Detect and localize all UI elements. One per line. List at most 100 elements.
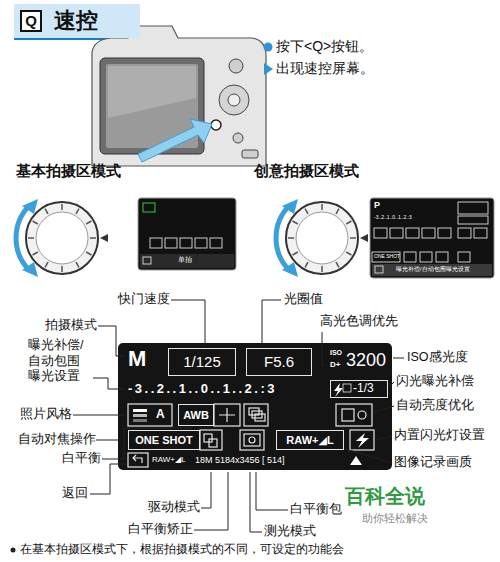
quick-control-screen (118, 343, 392, 470)
shutter-speed-cell-text: 1/125 (183, 353, 221, 370)
dial-ticks (33, 252, 38, 255)
dial-ticks (33, 221, 38, 224)
callout-label: 拍摄模式 (45, 318, 97, 334)
screen-text: 单拍 (178, 256, 192, 264)
creative-zone-screen (436, 252, 448, 262)
screen-icons (204, 434, 212, 442)
dial-ticks (305, 262, 308, 267)
dial-ticks (86, 221, 91, 224)
screen-icons (358, 411, 366, 419)
dial-ticks (90, 237, 96, 239)
dial-ticks (28, 237, 34, 239)
creative-zone-screen (372, 252, 400, 262)
image-quality-cell: RAW+◢L (276, 430, 344, 450)
picture-style-box (128, 404, 172, 426)
basic-zone-screen (140, 254, 234, 268)
metering-icon (240, 430, 264, 450)
dial-ticks (45, 262, 48, 267)
highlight-priority-mark: D+ (330, 360, 340, 370)
screen-text: P (374, 200, 380, 211)
dial-ticks (321, 266, 323, 272)
iso-mark: ISO (330, 349, 342, 358)
mode-dial (282, 199, 298, 214)
basic-zone-screen (210, 238, 222, 248)
shutter-speed-cell: 1/125 (168, 348, 236, 376)
camera-illustration (108, 66, 196, 118)
dial-ticks (288, 237, 294, 239)
white-balance-cell-text: AWB (183, 409, 209, 422)
camera-illustration (219, 85, 249, 115)
callout-label: 照片风格 (20, 407, 72, 423)
bullet-marks (11, 43, 274, 553)
camera-illustration (138, 119, 212, 162)
instruction-text: 出现速控屏幕。 (276, 60, 374, 78)
screen-icons (133, 409, 147, 412)
wb-bracket-icon (244, 404, 268, 426)
screen-icons (244, 434, 260, 446)
auto-lighting-icon (336, 404, 372, 426)
bullet-marks (11, 548, 16, 553)
camera-illustration (228, 94, 240, 106)
creative-zone-screen (458, 252, 470, 262)
leader-lines (250, 472, 262, 532)
creative-zone-screen (406, 228, 419, 238)
creative-zone-screen (374, 228, 387, 238)
mode-dial (22, 262, 38, 277)
screen-icons (209, 439, 217, 447)
dial-ticks (360, 234, 368, 242)
dial-ticks (336, 262, 339, 267)
screen-icons (255, 414, 265, 421)
creative-zone-screen (458, 202, 488, 214)
mode-dial (36, 212, 88, 264)
leader-lines (393, 358, 404, 359)
callout-label: 自动对焦操作 (18, 432, 96, 448)
dial-ticks (293, 252, 298, 255)
creative-zone-screen (458, 216, 488, 224)
creative-zone-screen (370, 198, 494, 278)
screen-icons (249, 437, 255, 443)
mode-dial (16, 205, 30, 271)
leader-lines (73, 415, 126, 416)
camera-illustration (242, 150, 258, 158)
flash-setting-icon (350, 430, 374, 450)
dial-ticks (61, 266, 63, 272)
camera-illustration (233, 133, 243, 143)
af-mode-cell: ONE SHOT (128, 430, 200, 450)
mode-dial (22, 199, 38, 214)
callout-label: 白平衡包 (290, 502, 342, 518)
dial-ticks (305, 209, 308, 214)
basic-zone-screen (143, 203, 155, 212)
leader-lines (346, 449, 392, 463)
leader-lines (171, 300, 205, 346)
dial-ticks (346, 252, 351, 255)
screen-icons (219, 408, 235, 422)
dial-ticks (346, 221, 351, 224)
flash-compensation-cell-text: -1/3 (353, 382, 374, 396)
leader-lines (322, 332, 327, 365)
dial-ticks (321, 204, 323, 210)
creative-zone-screen (422, 228, 435, 238)
drive-mode-icon (200, 430, 222, 450)
flash-comp-icon (334, 383, 343, 397)
title-banner: 速控Q (14, 4, 140, 38)
creative-zone-screen (404, 252, 416, 262)
camera-illustration (229, 59, 243, 73)
creative-zone-screen (370, 198, 494, 278)
camera-illustration (211, 120, 221, 130)
basic-zone-screen (195, 238, 207, 248)
wb-shift-icon (214, 404, 240, 426)
callout-label: 高光色调优先 (320, 314, 398, 330)
callout-label: 曝光补偿/ 自动包围 曝光设置 (28, 338, 90, 385)
leader-lines (96, 440, 120, 441)
leader-lines (256, 472, 288, 510)
watermark: 百科全说 (345, 484, 425, 509)
callout-label: 返回 (62, 486, 88, 502)
callout-label: 自动亮度优化 (396, 398, 474, 414)
dial-ticks (100, 234, 108, 242)
dial-ticks (293, 221, 298, 224)
callout-label: 快门速度 (118, 292, 170, 308)
